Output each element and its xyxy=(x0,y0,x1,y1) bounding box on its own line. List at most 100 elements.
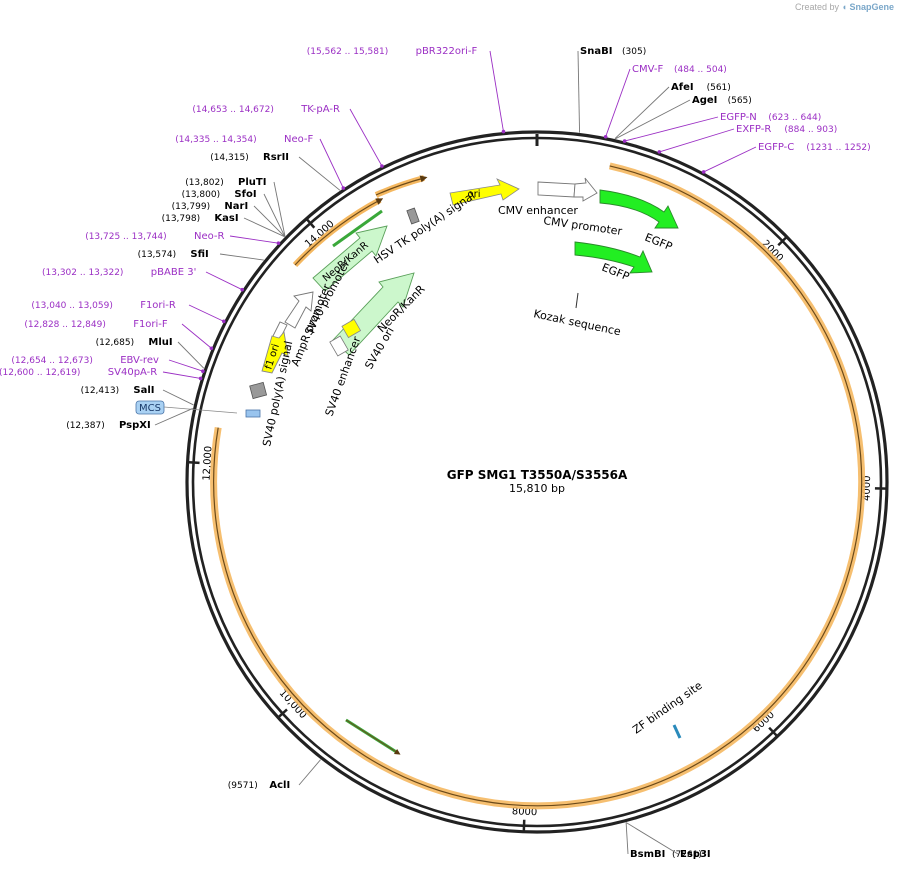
label-position: (12,413) xyxy=(81,386,120,396)
label-name[interactable]: pBABE 3' xyxy=(151,267,197,278)
label-name[interactable]: PluTI xyxy=(238,177,266,188)
primer-site-marker xyxy=(209,346,214,351)
snapgene-credit: Created by ◖ SnapGene xyxy=(795,2,894,12)
label-name[interactable]: pBR322ori-F xyxy=(416,46,478,57)
label-position: (14,315) xyxy=(210,153,249,163)
label-name[interactable]: AfeI xyxy=(671,82,694,93)
label-leader xyxy=(162,389,194,406)
feature-sv40-ori[interactable] xyxy=(341,318,362,339)
label-name[interactable]: Neo-R xyxy=(194,231,225,242)
tick-mark xyxy=(276,708,288,720)
label-position: (1231 .. 1252) xyxy=(806,143,870,153)
backbone-outer xyxy=(185,130,889,834)
label-leader xyxy=(181,323,212,349)
label-position: (13,802) xyxy=(185,178,224,188)
orf-arc-3-line xyxy=(375,175,428,196)
label-name[interactable]: F1ori-F xyxy=(133,319,168,330)
feature-sv40-enhancer[interactable] xyxy=(329,335,349,357)
feature-egfp-1[interactable] xyxy=(599,189,679,229)
primer-site-marker xyxy=(622,139,627,143)
label-leader xyxy=(253,205,286,237)
label-position: (7261) xyxy=(672,850,702,860)
label-name[interactable]: AgeI xyxy=(692,95,717,106)
annotation-labels: pBR322ori-F(15,562 .. 15,581)SnaBI(305)C… xyxy=(0,46,871,860)
label-leader xyxy=(168,359,204,372)
primer-site-marker xyxy=(603,134,608,139)
label-position: (484 .. 504) xyxy=(674,65,727,75)
label-name[interactable]: SfiI xyxy=(190,249,208,260)
primer-site-marker xyxy=(701,170,706,174)
feature-hsv-tk-polya[interactable] xyxy=(406,207,420,225)
primer-site-marker xyxy=(240,287,244,292)
label-name[interactable]: PspXI xyxy=(119,420,151,431)
label-name[interactable]: Esp3I xyxy=(680,849,711,860)
mcs-badge-label: MCS xyxy=(139,403,161,414)
label-name[interactable]: SalI xyxy=(133,385,154,396)
label-position: (12,387) xyxy=(66,421,105,431)
label-name[interactable]: NarI xyxy=(224,201,248,212)
primer-site-marker xyxy=(276,241,281,245)
feature-neor-kanr-1[interactable] xyxy=(312,225,388,292)
label-position: (13,800) xyxy=(182,190,221,200)
label-position: (13,574) xyxy=(138,250,177,260)
label-name[interactable]: Neo-F xyxy=(284,134,314,145)
feature-f1-ori[interactable] xyxy=(261,330,289,374)
orf-arc-2-line xyxy=(294,198,384,266)
feature-ori[interactable] xyxy=(449,178,520,206)
feature-ori-label: ori xyxy=(467,189,480,200)
label-name[interactable]: EGFP-C xyxy=(758,142,794,153)
label-leader xyxy=(162,371,201,379)
label-leader xyxy=(298,759,321,786)
label-name[interactable]: MluI xyxy=(148,337,172,348)
label-leader xyxy=(659,128,735,153)
feature-egfp-2[interactable] xyxy=(574,241,653,274)
kozak-label: Kozak sequence xyxy=(532,307,622,338)
label-leader xyxy=(188,304,224,322)
hsv-tk-polya-label: HSV TK poly(A) signal xyxy=(371,189,477,266)
label-leader xyxy=(298,156,341,191)
label-name[interactable]: SV40pA-R xyxy=(108,367,157,378)
label-position: (12,685) xyxy=(96,338,135,348)
label-name[interactable]: BsmBI xyxy=(630,849,665,860)
label-leader xyxy=(319,138,344,189)
label-leader xyxy=(243,217,285,238)
label-position: (13,040 .. 13,059) xyxy=(31,301,112,311)
label-name[interactable]: EGFP-N xyxy=(720,112,757,123)
label-name[interactable]: SnaBI xyxy=(580,46,612,57)
label-name[interactable]: EBV-rev xyxy=(120,355,159,366)
egfp-1-label: EGFP xyxy=(643,231,675,254)
feature-cmv-promoter[interactable] xyxy=(573,177,598,202)
feature-cmv-enhancer[interactable] xyxy=(537,181,576,198)
primer-site-marker xyxy=(198,376,203,381)
label-position: (13,302 .. 13,322) xyxy=(42,268,123,278)
feature-sv40-promoter[interactable] xyxy=(284,291,314,329)
feature-mcs-box[interactable] xyxy=(245,409,261,418)
label-name[interactable]: EXFP-R xyxy=(736,124,771,135)
label-position: (14,335 .. 14,354) xyxy=(175,135,256,145)
plasmid-length: 15,810 bp xyxy=(509,482,565,495)
label-name[interactable]: KasI xyxy=(214,213,238,224)
label-position: (14,653 .. 14,672) xyxy=(192,105,273,115)
label-name[interactable]: SfoI xyxy=(234,189,256,200)
tick-mark xyxy=(777,235,789,247)
label-position: (12,654 .. 12,673) xyxy=(11,356,92,366)
label-leader xyxy=(615,99,691,140)
credit-prefix: Created by xyxy=(794,2,840,12)
mcs-badge[interactable] xyxy=(135,400,165,415)
label-leader xyxy=(219,253,264,261)
feature-zf-binding[interactable] xyxy=(672,724,682,739)
label-name[interactable]: F1ori-R xyxy=(140,300,176,311)
snapgene-logo-icon: ◖ xyxy=(841,2,847,12)
label-position: (13,799) xyxy=(172,202,211,212)
label-name[interactable]: RsrII xyxy=(263,152,289,163)
primer-site-marker xyxy=(221,319,226,324)
label-leader xyxy=(577,50,581,133)
label-name[interactable]: AclI xyxy=(269,780,290,791)
label-name[interactable]: TK-pA-R xyxy=(300,104,340,115)
label-name[interactable]: CMV-F xyxy=(632,64,663,75)
primer-site-marker xyxy=(501,129,506,134)
feature-sv40-polya[interactable] xyxy=(249,381,268,400)
mcs-leader xyxy=(163,406,238,414)
inner-arc-neo xyxy=(332,209,383,248)
